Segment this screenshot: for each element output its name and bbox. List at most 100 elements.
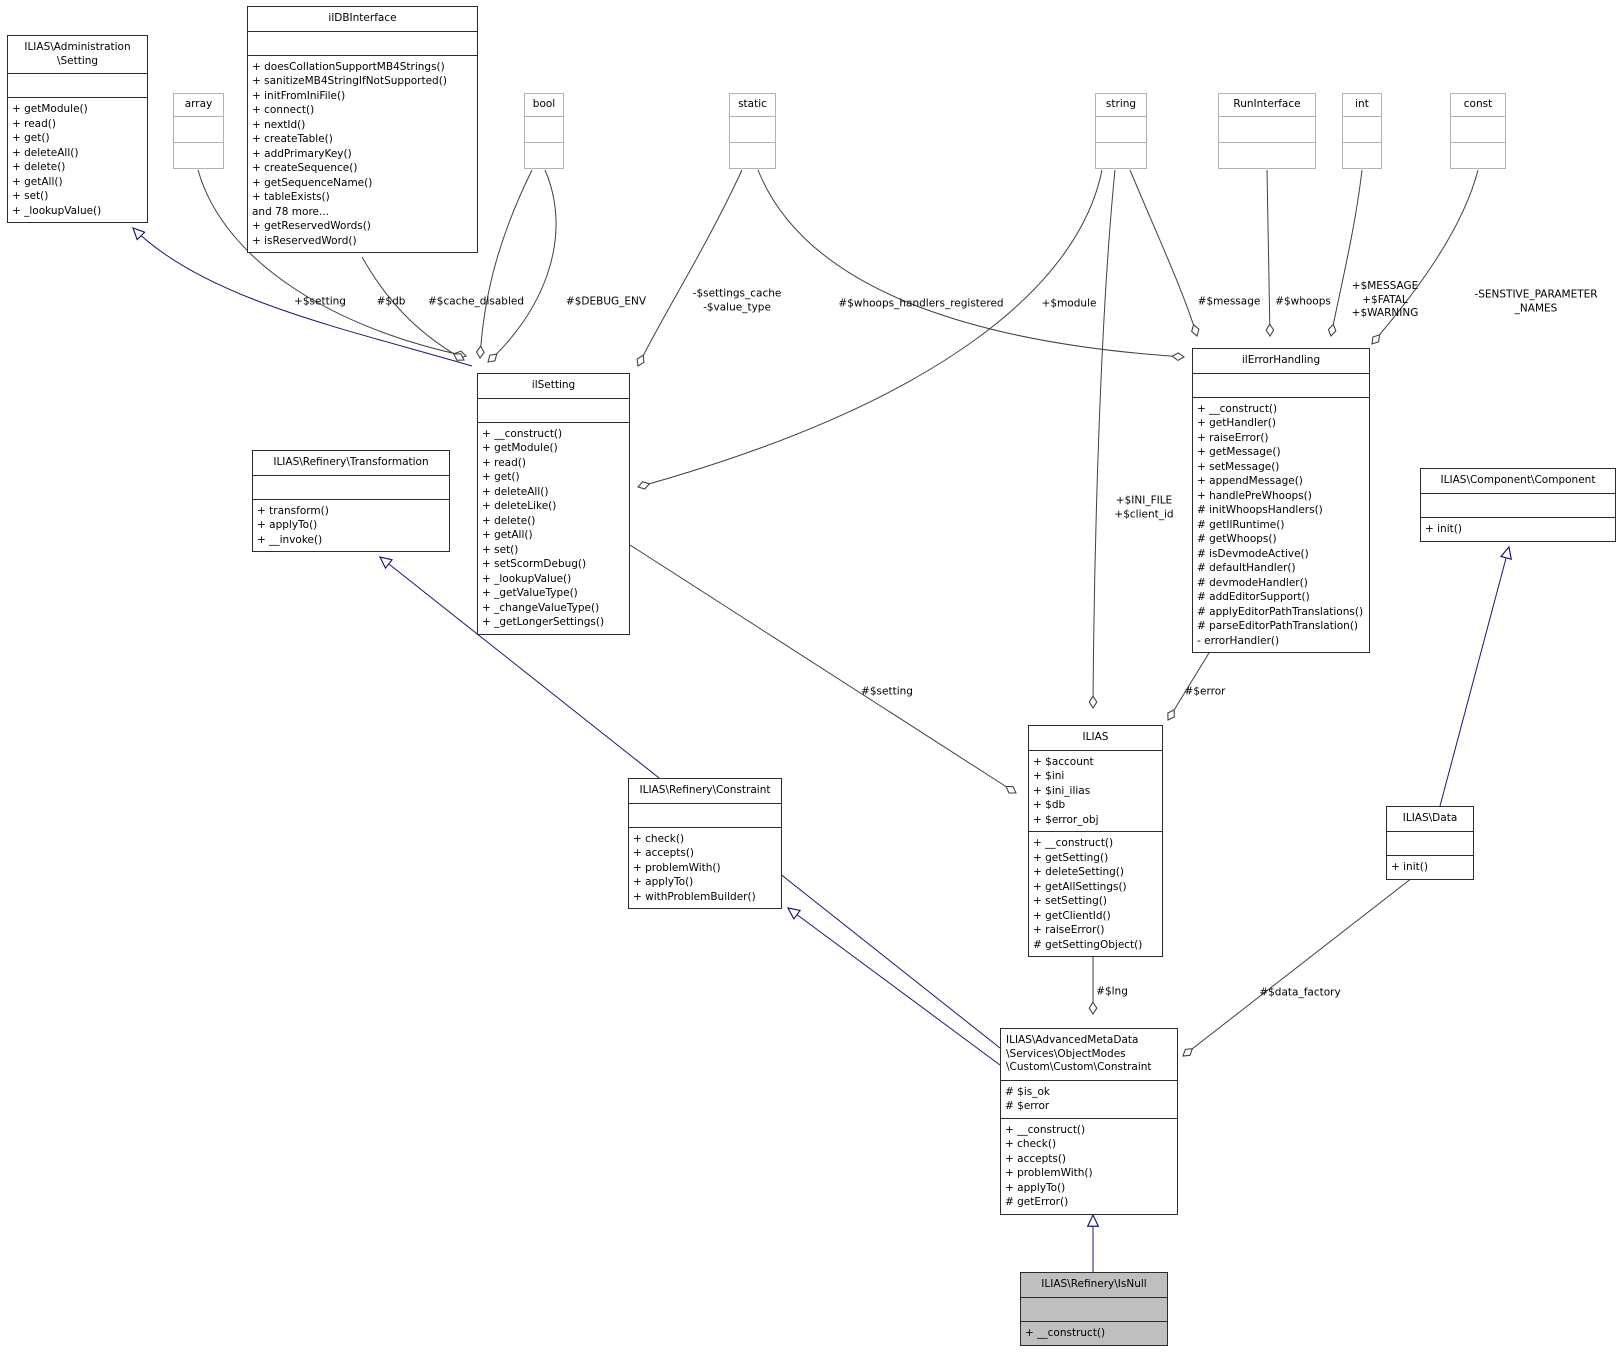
edge-label-whoops: #$whoops — [1275, 295, 1331, 309]
primitive-empty-methods — [730, 141, 775, 168]
aggregation-edge — [361, 256, 465, 361]
method-row: + applyTo() — [257, 519, 318, 531]
class-attributes — [629, 804, 781, 827]
method-row: + addPrimaryKey() — [252, 147, 352, 160]
method-row: + deleteSetting() — [1033, 866, 1125, 878]
class-adminSetting[interactable]: ILIAS\Administration\Setting+ getModule(… — [7, 35, 148, 223]
method-row: + accepts() — [633, 847, 695, 859]
attribute-row: # $error — [1005, 1100, 1050, 1112]
method-row: + getAll() — [12, 175, 63, 188]
class-constraint[interactable]: ILIAS\Refinery\Constraint+ check()+ acce… — [628, 778, 782, 909]
method-row: + isReservedWord() — [252, 234, 357, 247]
edge-label-line: #$lng — [1096, 985, 1128, 998]
edge-label-line: #$setting — [861, 685, 913, 698]
primitive-empty-attrs — [1451, 117, 1505, 142]
class-ilias[interactable]: ILIAS+ $account+ $ini+ $ini_ilias+ $db+ … — [1028, 725, 1163, 957]
method-row: + check() — [633, 832, 685, 845]
class-title: ILIAS\Data — [1387, 807, 1473, 832]
method-row: + tableExists() — [252, 191, 330, 203]
class-methods: + doesCollationSupportMB4Strings()+ sani… — [248, 54, 477, 253]
class-attributes: + $account+ $ini+ $ini_ilias+ $db+ $erro… — [1029, 751, 1162, 832]
method-row: + __construct() — [1005, 1123, 1086, 1136]
class-title: static — [730, 94, 775, 117]
method-row: + check() — [1005, 1138, 1057, 1150]
method-row: + __construct() — [1025, 1326, 1106, 1339]
class-iliasData[interactable]: ILIAS\Data + init() — [1386, 806, 1474, 880]
class-title-line: array — [184, 98, 213, 110]
aggregation-edge — [1129, 169, 1200, 337]
class-customConstraint[interactable]: ILIAS\AdvancedMetaData\Services\ObjectMo… — [1000, 1028, 1178, 1215]
class-attributes — [253, 476, 449, 499]
class-title: ilDBInterface — [248, 7, 477, 32]
method-row: + handlePreWhoops() — [1197, 489, 1312, 502]
class-title-line: ilSetting — [531, 379, 576, 391]
class-title-line: ILIAS\Refinery\Transformation — [273, 456, 429, 468]
method-row: + withProblemBuilder() — [633, 890, 756, 903]
class-title: ILIAS\Refinery\Transformation — [253, 451, 449, 476]
class-bool: bool — [524, 93, 564, 169]
edge-label-db: #$db — [377, 295, 406, 309]
edge-label-line: +$INI_FILE — [1115, 494, 1173, 507]
aggregation-edge — [636, 169, 743, 367]
class-title: int — [1343, 94, 1381, 117]
method-row: # isDevmodeActive() — [1197, 547, 1309, 560]
method-row: + delete() — [12, 161, 66, 173]
method-row: + setSetting() — [1033, 895, 1107, 907]
class-attributes — [1421, 494, 1615, 517]
class-attributes — [1021, 1298, 1167, 1321]
method-row: + _changeValueType() — [482, 601, 600, 614]
aggregation-edge — [487, 169, 557, 363]
method-row: + getModule() — [482, 442, 558, 454]
edge-label-line: #$message — [1197, 295, 1261, 308]
class-isNull[interactable]: ILIAS\Refinery\IsNull + __construct() — [1020, 1272, 1168, 1346]
method-row: + getReservedWords() — [252, 220, 371, 232]
class-component[interactable]: ILIAS\Component\Component + init() — [1420, 468, 1616, 542]
class-title: ilErrorHandling — [1193, 349, 1369, 374]
method-row: # devmodeHandler() — [1197, 576, 1308, 589]
edge-label-error: #$error — [1185, 685, 1226, 699]
method-row: and 78 more... — [252, 205, 330, 218]
method-row: + problemWith() — [1005, 1167, 1093, 1179]
class-methods: + init() — [1421, 516, 1615, 541]
method-row: + __construct() — [1033, 837, 1114, 849]
edge-label-line: -$settings_cache — [692, 287, 782, 300]
class-methods: + __construct()+ getModule()+ read()+ ge… — [478, 421, 629, 634]
method-row: + setScormDebug() — [482, 558, 587, 570]
class-title-line: bool — [532, 98, 556, 110]
class-attributes — [248, 32, 477, 55]
class-title: ILIAS\Component\Component — [1421, 469, 1615, 494]
class-ilSetting[interactable]: ilSetting + __construct()+ getModule()+ r… — [477, 373, 630, 635]
edge-label-line: #$data_factory — [1259, 986, 1341, 999]
class-title-line: string — [1105, 98, 1137, 110]
method-row: + raiseError() — [1033, 924, 1105, 936]
edge-label-cacheDisabled: #$cache_disabled — [428, 295, 524, 309]
method-row: # applyEditorPathTranslations() — [1197, 605, 1364, 618]
aggregation-edge — [1182, 877, 1413, 1057]
class-errorHandling[interactable]: ilErrorHandling+ __construct()+ getHandl… — [1192, 348, 1370, 653]
primitive-empty-attrs — [1343, 117, 1381, 142]
edge-label-line: #$whoops — [1275, 295, 1331, 308]
class-dbInterface[interactable]: ilDBInterface + doesCollationSupportMB4St… — [247, 6, 478, 253]
method-row: + createTable() — [252, 133, 333, 145]
primitive-empty-methods — [525, 141, 563, 168]
class-int: int — [1342, 93, 1382, 169]
method-row: + init() — [1425, 522, 1462, 535]
edge-label-line: _NAMES — [1514, 302, 1558, 314]
aggregation-edge — [197, 169, 467, 360]
class-methods: + transform()+ applyTo()+ __invoke() — [253, 498, 449, 552]
class-title-line: int — [1355, 98, 1369, 110]
method-row: + init() — [1391, 860, 1428, 873]
class-array: array — [173, 93, 224, 169]
class-title-line: const — [1463, 98, 1493, 110]
method-row: + read() — [12, 117, 56, 130]
class-attributes — [478, 399, 629, 422]
class-methods: + __construct()+ getSetting()+ deleteSet… — [1029, 831, 1162, 956]
method-row: - errorHandler() — [1197, 634, 1280, 647]
class-transformation[interactable]: ILIAS\Refinery\Transformation + transform… — [252, 450, 450, 552]
aggregation-edge — [1167, 647, 1213, 721]
aggregation-edge — [475, 169, 533, 360]
class-title-line: ILIAS\Refinery\IsNull — [1041, 1278, 1147, 1290]
aggregation-edge — [629, 544, 1017, 794]
method-row: + __construct() — [1197, 402, 1278, 415]
